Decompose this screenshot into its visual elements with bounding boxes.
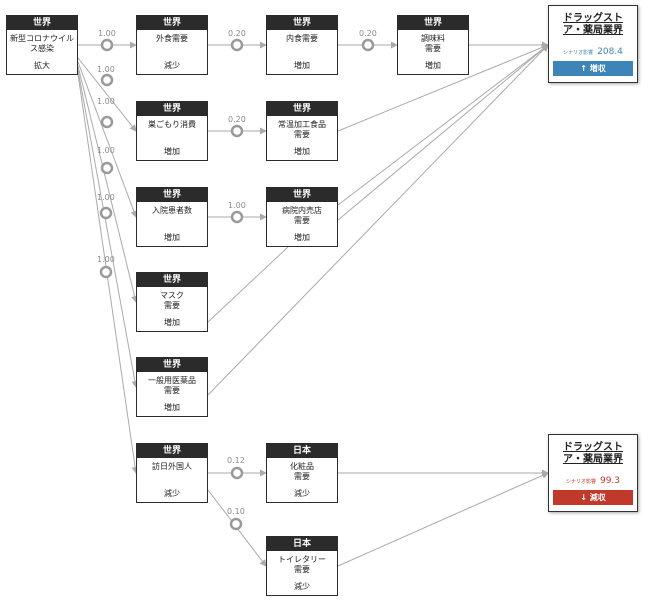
weight-label: 1.00 (228, 201, 246, 210)
edge-line (207, 246, 289, 323)
weight-node-circle (361, 38, 375, 52)
weight-label: 1.00 (97, 146, 115, 155)
node-region: 世界 (267, 188, 337, 202)
node-inpatient-count[interactable]: 世界 入院患者数 増加 (136, 187, 208, 247)
node-coronavirus-infection[interactable]: 世界 新型コロナウイル ス感染 拡大 (6, 15, 78, 75)
decrease-badge: ↓ 減収 (553, 490, 633, 505)
node-region: 世界 (137, 358, 207, 372)
weight-node-circle (230, 124, 244, 138)
weight-node-circle (100, 73, 114, 87)
weight-node-circle (230, 38, 244, 52)
node-otc-drug-demand[interactable]: 世界 一般用医薬品 需要 増加 (136, 357, 208, 417)
weight-label: 0.12 (227, 456, 245, 465)
node-region: 世界 (137, 16, 207, 30)
node-dining-out-demand[interactable]: 世界 外食需要 減少 (136, 15, 208, 75)
node-region: 世界 (267, 16, 337, 30)
node-effect: 増加 (164, 318, 180, 327)
node-effect: 増加 (294, 147, 310, 156)
weight-label: 1.00 (97, 255, 115, 264)
node-region: 世界 (398, 16, 468, 30)
node-stay-home-consumption[interactable]: 世界 巣ごもり消費 増加 (136, 101, 208, 161)
increase-badge: ↑ 増収 (553, 61, 633, 76)
weight-node-circle (100, 38, 114, 52)
weight-node-circle (99, 265, 113, 279)
score-value: 208.4 (597, 47, 623, 57)
node-region: 世界 (7, 16, 77, 30)
node-name: 巣ごもり消費 (148, 120, 196, 129)
edge-arrow (337, 44, 549, 221)
node-name: 内食需要 (286, 34, 318, 43)
node-region: 世界 (137, 444, 207, 458)
weight-node-circle (100, 161, 114, 175)
edge-arrow (77, 57, 137, 132)
node-region: 日本 (267, 537, 337, 551)
node-effect: 減少 (294, 582, 310, 591)
edge-arrow (77, 69, 139, 388)
weight-label: 0.10 (227, 507, 245, 516)
weight-node-circle (100, 115, 114, 129)
weight-node-circle (99, 206, 113, 220)
edge-arrow (77, 65, 138, 303)
result-title: ドラッグスト ア・薬局業界 (563, 13, 623, 36)
node-effect: 増加 (294, 233, 310, 242)
node-shelf-stable-food-demand[interactable]: 世界 常温加工食品 需要 増加 (266, 101, 338, 161)
node-name: 外食需要 (156, 34, 188, 43)
node-home-cooking-demand[interactable]: 世界 内食需要 増加 (266, 15, 338, 75)
node-name: トイレタリー 需要 (278, 555, 326, 574)
node-effect: 増加 (164, 233, 180, 242)
weight-label: 1.00 (97, 97, 115, 106)
node-seasoning-demand[interactable]: 世界 調味料 需要 増加 (397, 15, 469, 75)
node-region: 世界 (137, 102, 207, 116)
weight-node-circle (229, 517, 243, 531)
node-cosmetics-demand[interactable]: 日本 化粧品 需要 減少 (266, 443, 338, 503)
score-label: シナリオ影響 (565, 479, 596, 485)
node-effect: 減少 (164, 489, 180, 498)
weight-node-circle (230, 466, 244, 480)
node-inbound-tourists[interactable]: 世界 訪日外国人 減少 (136, 443, 208, 503)
weight-node-circle (230, 210, 244, 224)
weight-label: 0.20 (359, 29, 377, 38)
node-name: 新型コロナウイル ス感染 (10, 34, 74, 53)
node-mask-demand[interactable]: 世界 マスク 需要 増加 (136, 272, 208, 332)
node-name: 常温加工食品 需要 (278, 120, 326, 139)
score-value: 99.3 (599, 476, 621, 486)
node-region: 世界 (137, 188, 207, 202)
edge-arrow (337, 44, 549, 206)
node-hospital-store-demand[interactable]: 世界 病院内売店 需要 増加 (266, 187, 338, 247)
node-effect: 減少 (164, 61, 180, 70)
node-effect: 増加 (294, 61, 310, 70)
node-name: 調味料 需要 (421, 34, 445, 53)
node-name: 一般用医薬品 需要 (148, 376, 196, 395)
node-effect: 減少 (294, 489, 310, 498)
node-effect: 拡大 (34, 61, 50, 70)
weight-label: 1.00 (97, 193, 115, 202)
weight-label: 1.00 (98, 29, 116, 38)
weight-label: 0.20 (228, 29, 246, 38)
node-region: 世界 (137, 273, 207, 287)
node-region: 日本 (267, 444, 337, 458)
node-effect: 増加 (425, 61, 441, 70)
node-effect: 増加 (164, 403, 180, 412)
node-region: 世界 (267, 102, 337, 116)
node-name: マスク 需要 (160, 291, 184, 310)
weight-label: 0.20 (228, 115, 246, 124)
edge-arrow (337, 44, 549, 132)
score-label: シナリオ影響 (563, 50, 594, 56)
node-toiletries-demand[interactable]: 日本 トイレタリー 需要 減少 (266, 536, 338, 596)
node-name: 訪日外国人 (152, 462, 192, 471)
node-effect: 増加 (164, 147, 180, 156)
node-name: 入院患者数 (152, 206, 192, 215)
edge-arrow (207, 44, 549, 396)
node-name: 病院内売店 需要 (282, 206, 322, 225)
result-title: ドラッグスト ア・薬局業界 (563, 442, 623, 465)
edge-arrow (337, 472, 549, 567)
node-name: 化粧品 需要 (290, 462, 314, 481)
weight-label: 1.00 (97, 65, 115, 74)
edge-arrow (77, 61, 138, 218)
